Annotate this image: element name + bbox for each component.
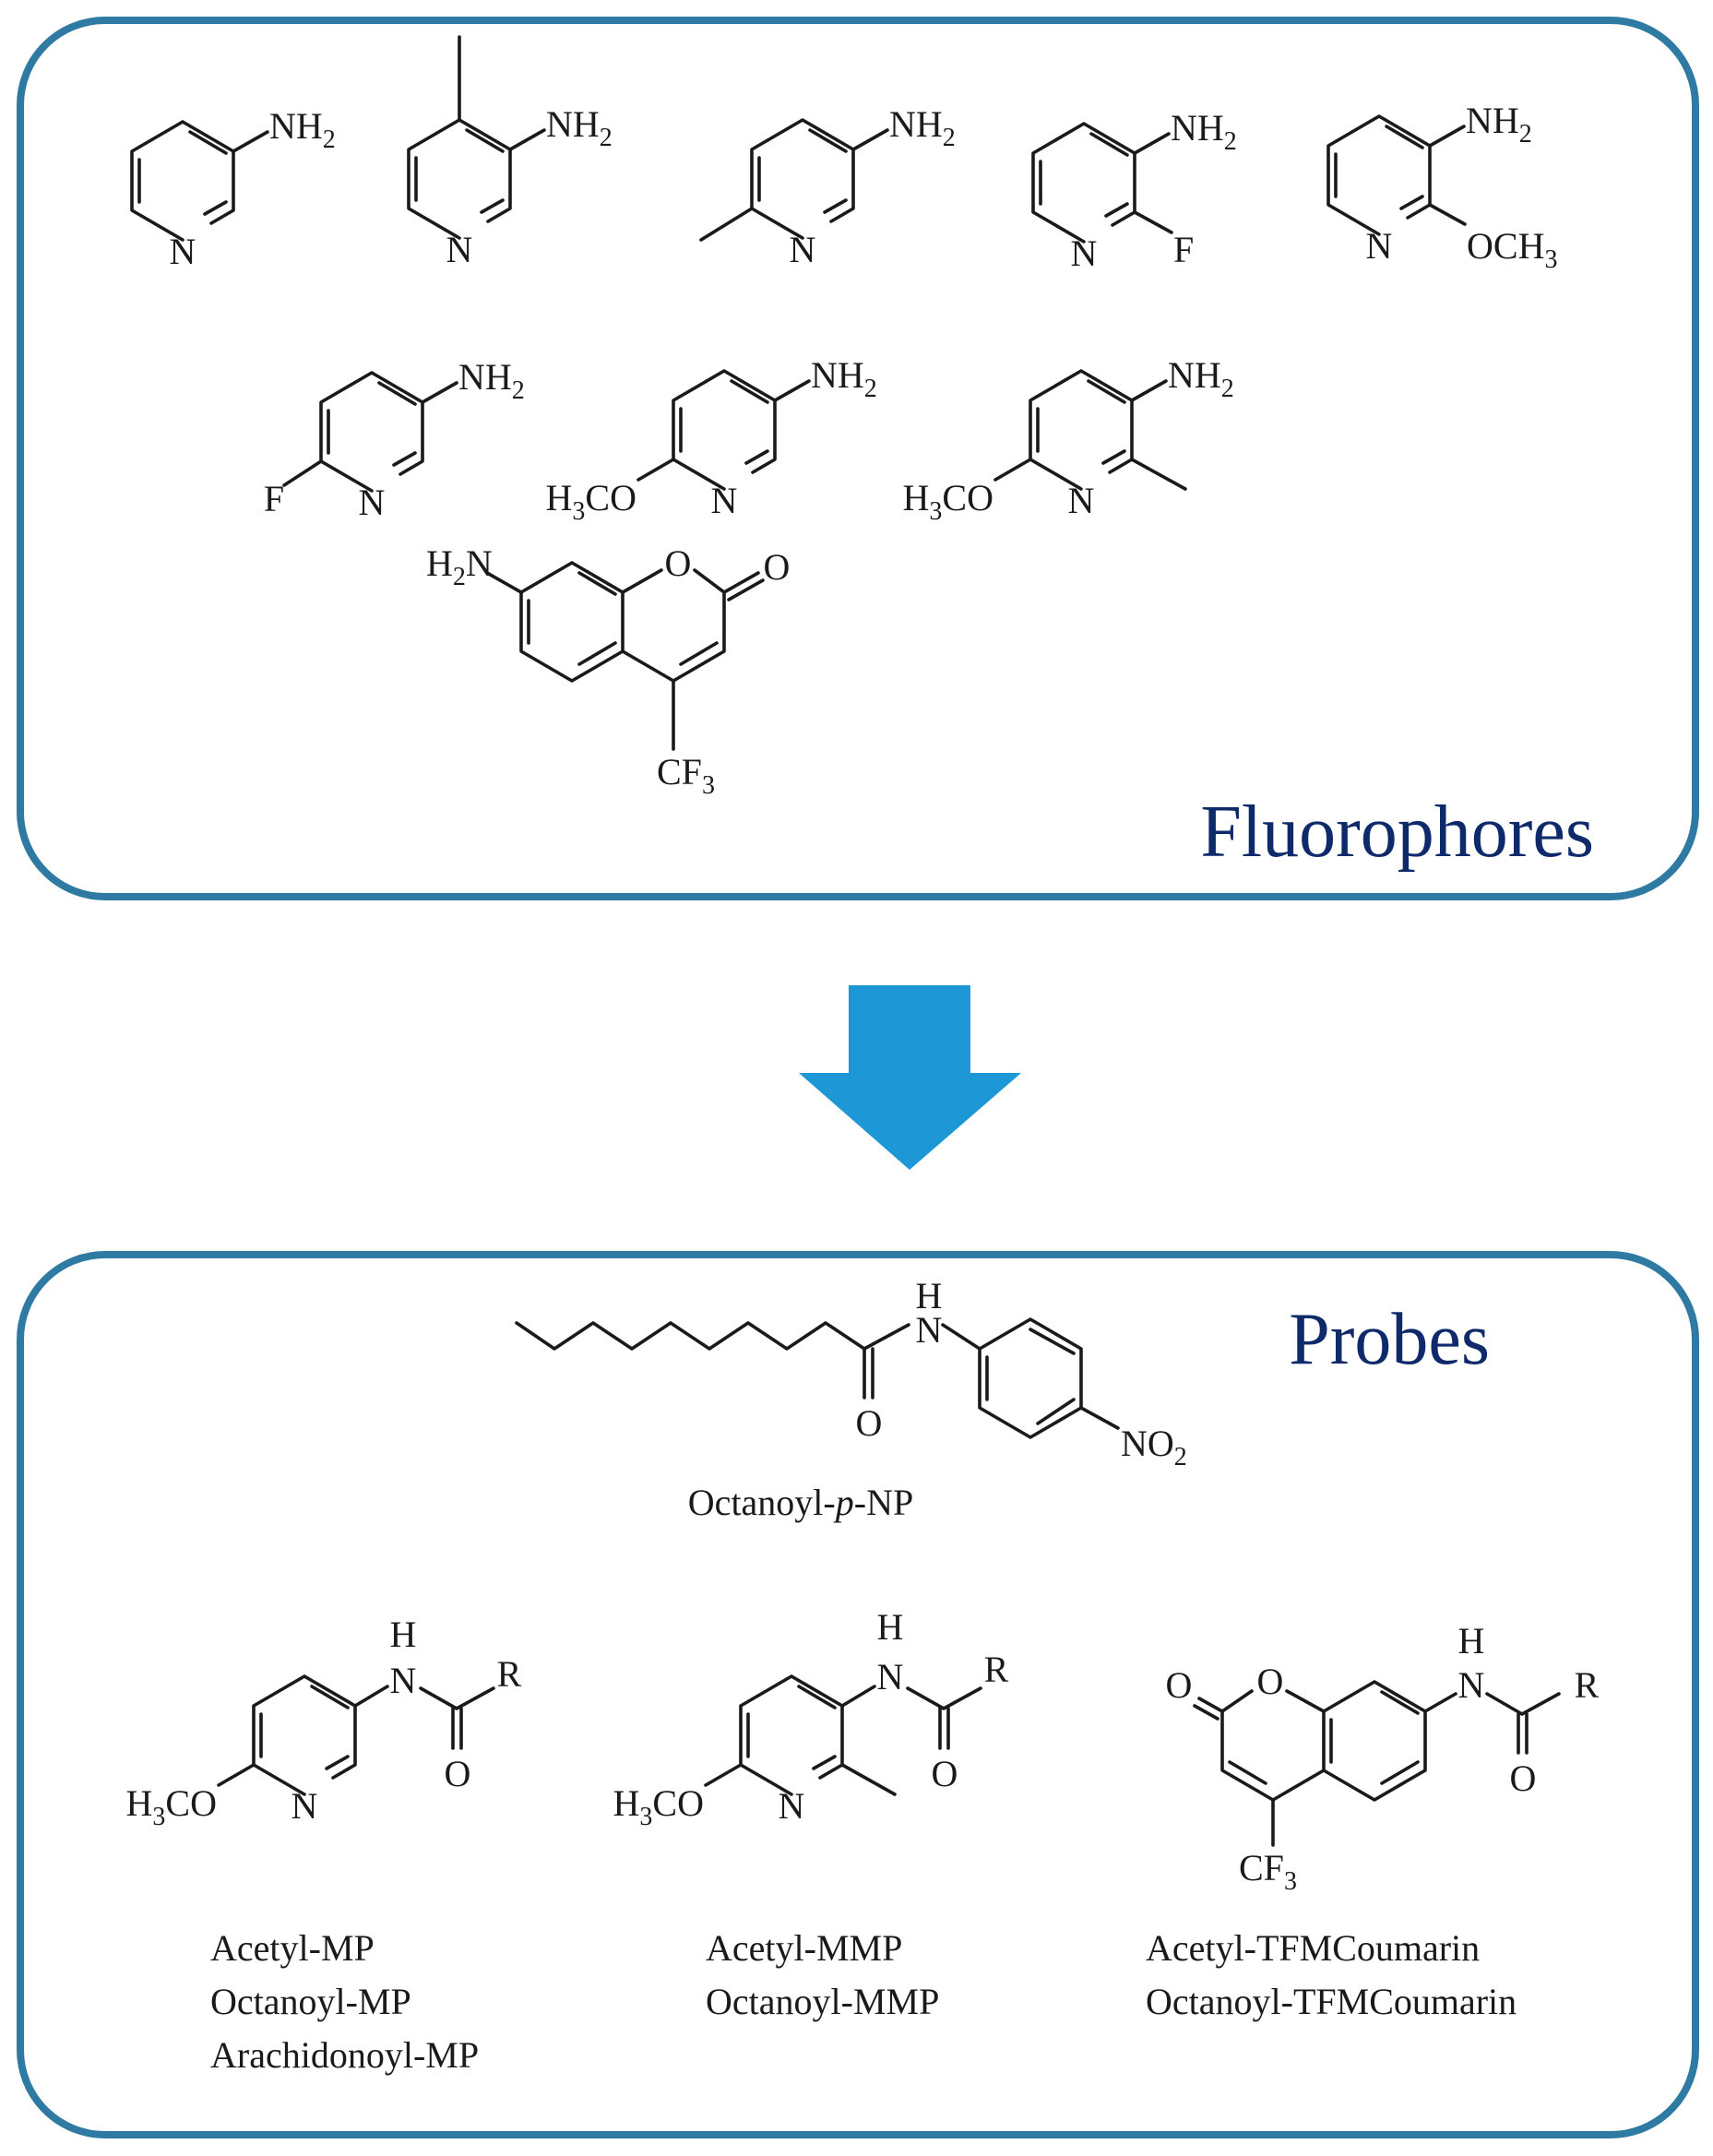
methoxy-label: H3CO [126,1782,217,1831]
molecule-octanoyl-p-np: H N O NO2 Octanoyl-p-NP [515,1275,1187,1523]
trifluoromethyl-label: CF3 [1239,1847,1297,1896]
amine-label: NH2 [458,356,525,405]
fluorophores-panel [17,17,1699,900]
ring-nitrogen-label: N [1366,225,1393,267]
amino-label: H2N [426,542,493,591]
r-group-label: R [497,1653,522,1695]
amine-label: NH2 [1171,107,1237,156]
mmp-name-2: Octanoyl-MMP [706,1981,939,2022]
ring-nitrogen-label: N [1071,232,1098,274]
probes-heading: Probes [1289,1299,1490,1380]
r-group-label: R [984,1649,1009,1690]
methoxy-label: H3CO [546,477,636,526]
amine-label: NH2 [889,103,956,152]
fluoro-label: F [1173,229,1194,270]
molecule-6-methyl-3-aminopyridine: N NH2 [699,103,956,270]
methoxy-label: OCH3 [1467,225,1557,274]
ring-nitrogen-label: N [711,480,738,521]
ring-nitrogen-label: N [779,1785,805,1827]
mp-name-2: Octanoyl-MP [210,1981,411,2022]
carbonyl-oxygen-label: O [1166,1664,1193,1706]
amine-label: NH2 [269,105,336,154]
fluorophores-heading: Fluorophores [1200,792,1594,873]
ring-oxygen-label: O [1257,1661,1284,1702]
octanoyl-p-np-caption: Octanoyl-p-NP [688,1482,913,1523]
ring-nitrogen-label: N [446,229,473,270]
amide-nitrogen-label: N [390,1660,417,1701]
amide-hydrogen-label: H [390,1614,417,1655]
ring-nitrogen-label: N [291,1785,318,1827]
molecule-4-methyl-3-aminopyridine: N NH2 [407,35,613,270]
amide-nitrogen-label: N [877,1656,904,1697]
mp-name-1: Acetyl-MP [210,1927,375,1969]
amine-label: NH2 [546,103,613,152]
mmp-name-1: Acetyl-MMP [706,1927,902,1969]
amine-label: NH2 [811,354,877,403]
ring-nitrogen-label: N [359,482,386,523]
down-arrow-icon [799,985,1021,1170]
trifluoromethyl-label: CF3 [657,751,715,800]
nitro-label: NO2 [1121,1423,1187,1471]
carbonyl-oxygen-label: O [932,1753,958,1794]
molecule-mp-probe: N H3CO H N R O Acetyl-MP Octanoyl-MP Ara… [126,1614,522,2076]
molecule-2-fluoro-3-aminopyridine: N NH2 F [1031,107,1237,274]
ring-oxygen-label: O [665,542,692,584]
r-group-label: R [1575,1664,1600,1706]
ring-nitrogen-label: N [790,229,816,270]
molecule-mmp-probe: N H3CO H N R O Acetyl-MMP Octanoyl-MMP [613,1606,1009,2022]
amide-hydrogen-label: H [916,1275,943,1316]
molecule-tfm-coumarin-probe: O O CF3 H N R O Acetyl-TFMCoumarin Octan… [1146,1620,1600,2022]
amide-nitrogen-label: N [916,1309,943,1351]
probes-panel [17,1251,1699,2138]
amine-label: NH2 [1466,100,1532,149]
amine-label: NH2 [1168,354,1234,403]
amide-hydrogen-label: H [1458,1620,1485,1662]
ring-nitrogen-label: N [170,231,196,272]
fluoro-label: F [264,478,284,519]
carbonyl-oxygen-label: O [445,1753,471,1794]
carbonyl-oxygen-label: O [856,1402,883,1444]
tfm-name-2: Octanoyl-TFMCoumarin [1146,1981,1517,2022]
amide-hydrogen-label: H [877,1606,904,1648]
ring-nitrogen-label: N [1068,480,1095,521]
methoxy-label: H3CO [903,477,993,526]
tfm-name-1: Acetyl-TFMCoumarin [1146,1927,1480,1969]
molecule-6-methoxy-2-methyl-3-aminopyridine: N H3CO NH2 [903,354,1234,526]
mp-name-3: Arachidonoyl-MP [210,2034,479,2076]
methoxy-label: H3CO [613,1782,704,1831]
molecule-7-amino-4-tfm-coumarin: H2N O O CF3 [426,542,790,800]
amide-nitrogen-label: N [1458,1664,1485,1706]
molecule-2-methoxy-3-aminopyridine: N NH2 OCH3 [1326,100,1557,274]
molecule-6-fluoro-3-aminopyridine: N F NH2 [264,356,525,523]
carbonyl-oxygen-label: O [764,546,791,588]
molecule-6-methoxy-3-aminopyridine: N H3CO NH2 [546,354,877,526]
amide-oxygen-label: O [1510,1757,1537,1799]
molecule-3-aminopyridine: N NH2 [130,105,336,272]
